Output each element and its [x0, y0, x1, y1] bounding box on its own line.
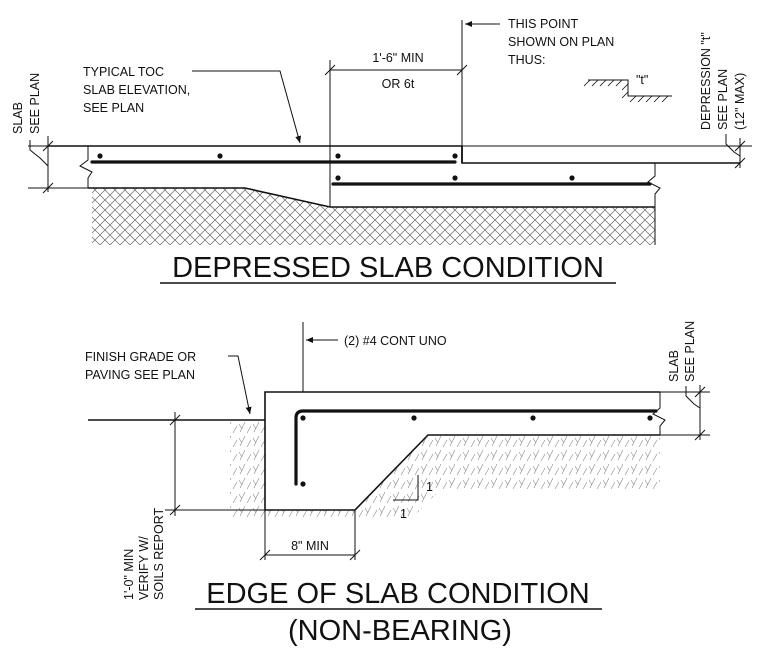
rebar-dot: [530, 415, 536, 421]
slope-run: 1: [400, 507, 407, 521]
dim-tick: [169, 504, 181, 516]
dim-tick: [456, 64, 468, 76]
point-label-3: THUS:: [508, 53, 546, 67]
depressed-slab-title: DEPRESSED SLAB CONDITION: [172, 252, 604, 284]
edge-of-slab-detail: (2) #4 CONT UNO FINISH GRADE OR PAVING S…: [85, 321, 710, 647]
slab-bottom-top: [88, 187, 655, 208]
slab-leader-top: [29, 140, 49, 167]
toc-label-3: SEE PLAN: [83, 101, 144, 115]
t-symbol-step: [588, 79, 672, 97]
soil-hatch-top: [92, 188, 655, 245]
rebar-dot: [569, 175, 575, 181]
slope-rise: 1: [426, 480, 433, 494]
rebar-note: (2) #4 CONT UNO: [344, 334, 447, 348]
point-label-1: THIS POINT: [508, 17, 579, 31]
depressed-slab-detail: 1'-6" MIN OR 6t THIS POINT SHOWN ON PLAN…: [11, 17, 752, 284]
break-line-left-top: [79, 146, 93, 188]
rebar-dot: [335, 153, 341, 159]
toc-label-2: SLAB ELEVATION,: [83, 83, 190, 97]
grade-label-2: PAVING SEE PLAN: [85, 368, 195, 382]
rebar-dot: [335, 175, 341, 181]
rebar-dot: [217, 153, 223, 159]
dim-tick: [694, 429, 706, 441]
t-symbol-label: "t": [636, 73, 648, 87]
dim-tick: [324, 64, 336, 76]
rebar-dot: [97, 153, 103, 159]
rebar-dot: [647, 415, 653, 421]
min-dim-label-2: OR 6t: [382, 77, 415, 91]
rebar-dot: [452, 175, 458, 181]
dim-tick: [349, 549, 361, 561]
depression-label-2: SEE PLAN: [716, 69, 730, 130]
toc-label-1: TYPICAL TOC: [83, 65, 164, 79]
t-symbol-hatch: [583, 79, 669, 103]
rebar-dot: [452, 153, 458, 159]
soil-hatch-bottom: [230, 420, 660, 520]
depression-leader: [725, 134, 741, 157]
slab-label-bottom-1: SLAB: [667, 350, 681, 382]
toc-leader: [192, 70, 302, 144]
slab-label-bottom-2: SEE PLAN: [683, 321, 697, 382]
dim-tick: [734, 140, 746, 152]
depth-label-1: 1'-0" MIN: [122, 549, 136, 600]
edge-slab-subtitle: (NON-BEARING): [288, 615, 512, 647]
break-line-right-bottom: [652, 392, 666, 435]
dim-tick: [734, 157, 746, 169]
grade-leader: [228, 355, 252, 415]
dim-tick: [42, 182, 54, 194]
slab-label-top-2: SEE PLAN: [28, 73, 42, 134]
depression-label-1: DEPRESSION "t": [699, 32, 713, 130]
depth-label-2: VERIFY W/: [137, 536, 151, 600]
rebar-dot: [300, 415, 306, 421]
dim-tick: [694, 386, 706, 398]
depression-label-3: (12" MAX): [733, 73, 747, 130]
dim-tick: [42, 140, 54, 152]
edge-slab-title: EDGE OF SLAB CONDITION: [206, 578, 590, 610]
rebar-dot: [300, 481, 306, 487]
edge-rebar: [294, 409, 658, 486]
min-dim-label-1: 1'-6" MIN: [372, 51, 423, 65]
slab-label-top-1: SLAB: [11, 102, 25, 134]
slab-leader-bottom: [685, 386, 701, 409]
break-line-right-top: [647, 163, 661, 245]
point-label-2: SHOWN ON PLAN: [508, 35, 614, 49]
rebar-dot: [411, 415, 417, 421]
grade-label-1: FINISH GRADE OR: [85, 350, 196, 364]
dim-tick: [169, 414, 181, 426]
slab-top-edge: [264, 391, 660, 420]
slope-triangle: [393, 475, 419, 501]
dim-tick: [259, 549, 271, 561]
width-dim-label: 8" MIN: [291, 539, 329, 553]
depth-label-3: SOILS REPORT: [152, 507, 166, 600]
